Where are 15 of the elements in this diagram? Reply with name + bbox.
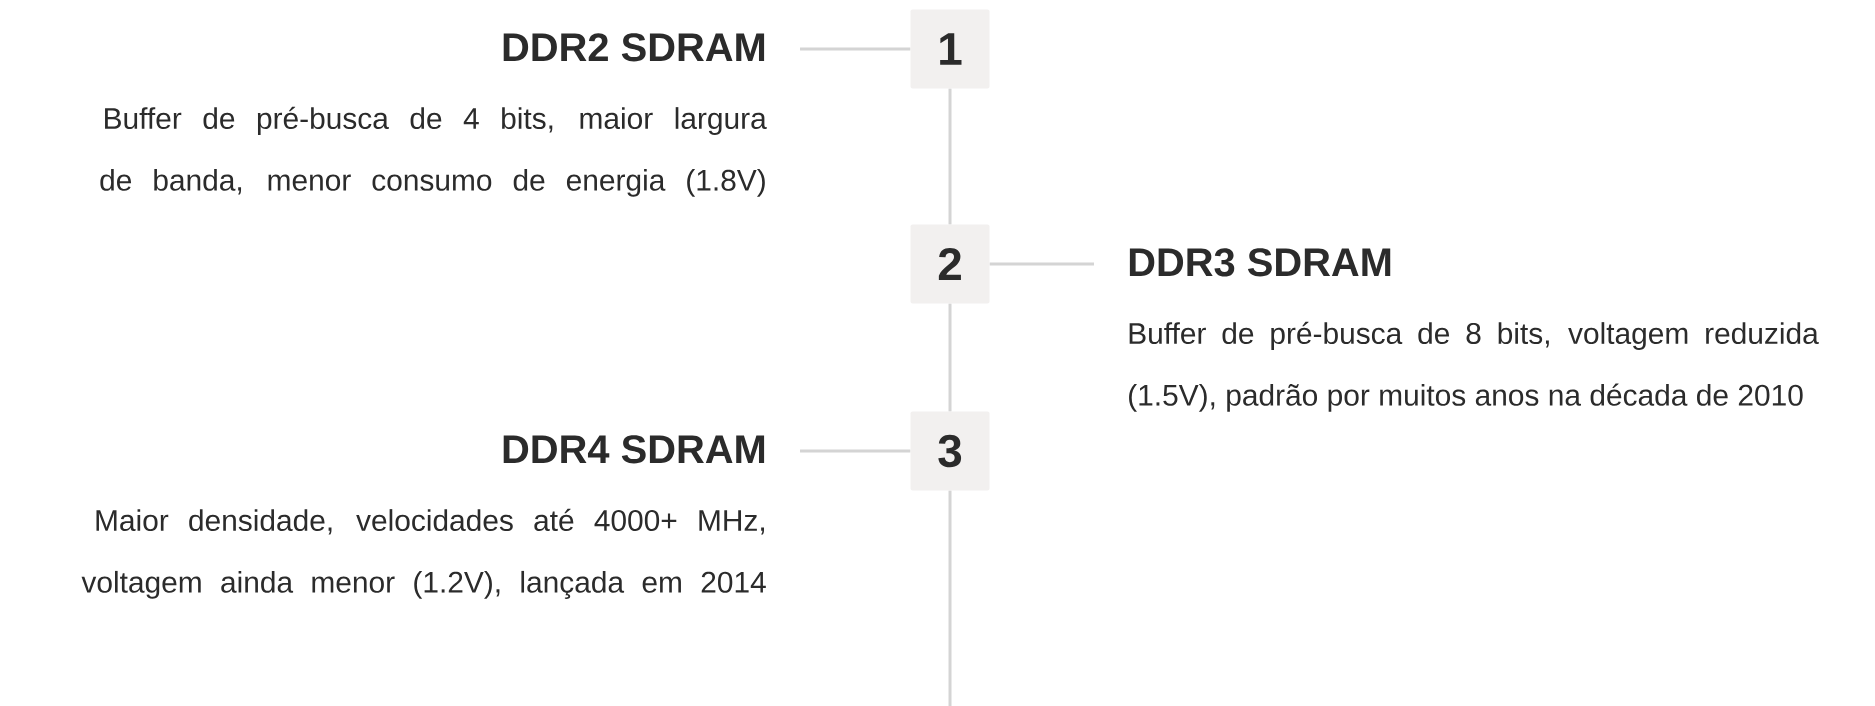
entry-description: Maior densidade, velocidades até 4000+ MHz, voltagem ainda menor (1.2V), lançada em 2014 bbox=[81, 508, 766, 599]
connector-line bbox=[800, 47, 911, 51]
entry-title: DDR3 SDRAM bbox=[1129, 248, 1391, 277]
number-box: 1 bbox=[910, 9, 990, 89]
connector-line bbox=[989, 262, 1094, 266]
entry-description: Buffer de pré-busca de 8 bits, voltagem reduzida (1.5V), padrão por muitos anos na década de 2010 bbox=[1129, 321, 1819, 412]
entry-title: DDR2 SDRAM bbox=[503, 33, 765, 62]
connector-line bbox=[948, 88, 952, 225]
entry-title: DDR4 SDRAM bbox=[503, 435, 765, 464]
connector-line bbox=[800, 449, 911, 453]
number-box: 2 bbox=[910, 224, 990, 304]
entry-description: Buffer de pré-busca de 4 bits, maior largura de banda, menor consumo de energia (1.8V) bbox=[100, 106, 767, 197]
connector-line bbox=[948, 490, 952, 706]
connector-line bbox=[948, 303, 952, 412]
number-box: 3 bbox=[910, 411, 990, 491]
